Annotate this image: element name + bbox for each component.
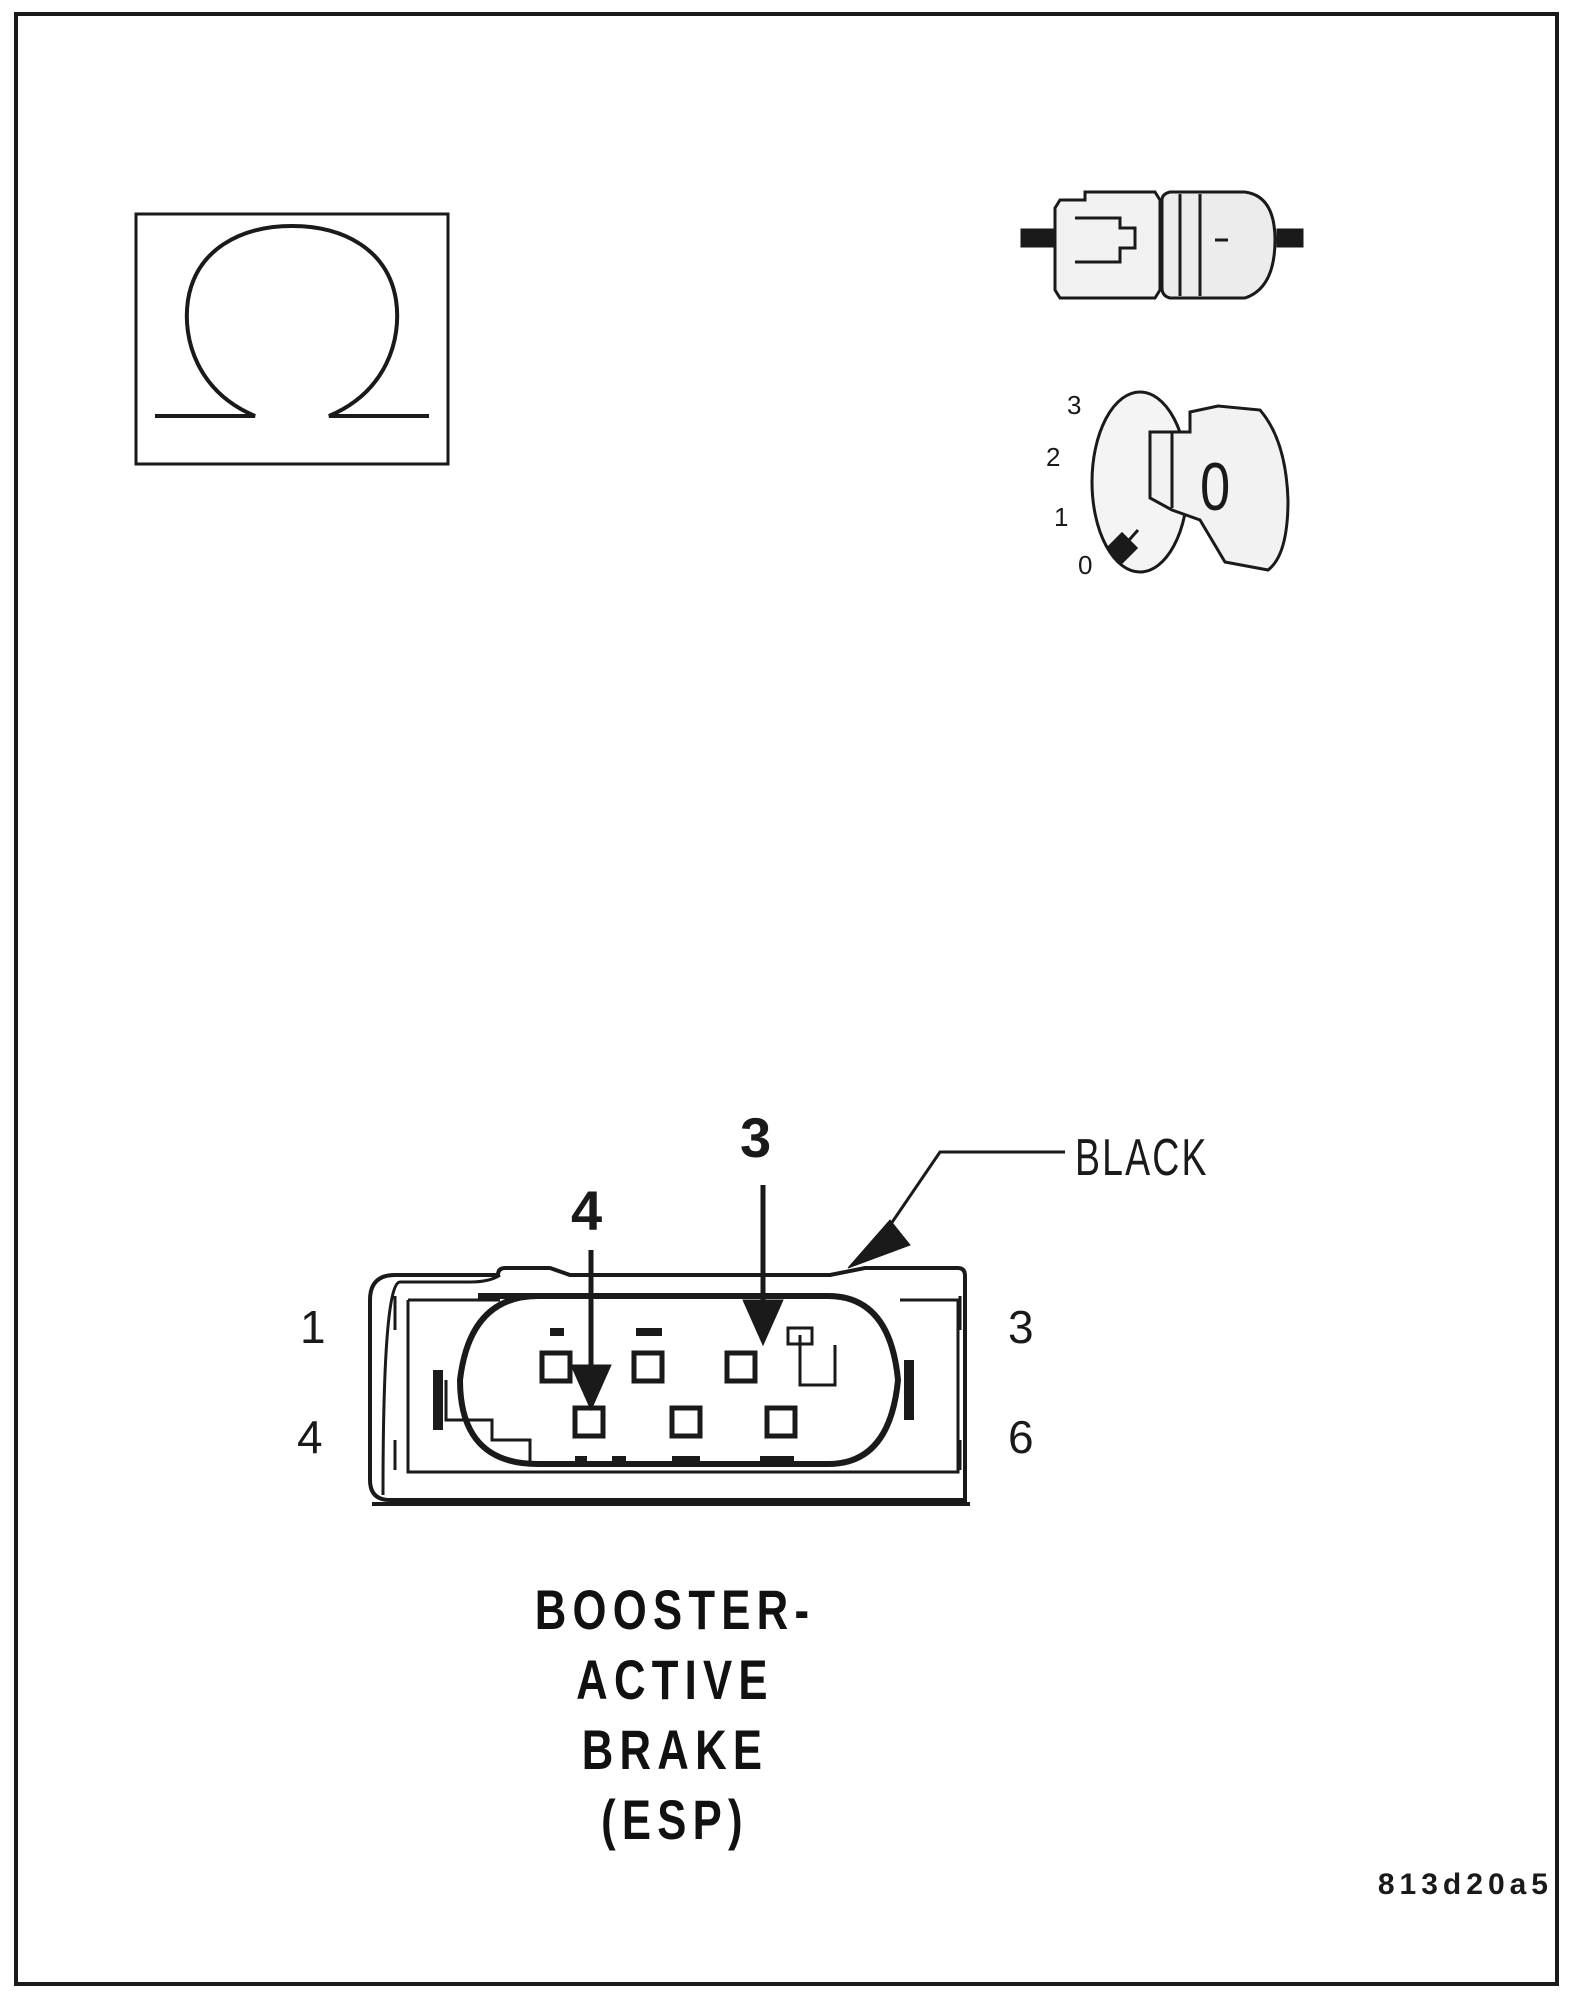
pin-label-1: 1 bbox=[300, 1301, 326, 1353]
connector-cavities bbox=[539, 1328, 798, 1464]
cavity-3 bbox=[724, 1350, 758, 1384]
callout-arrows bbox=[570, 1150, 1065, 1412]
title-line-3: (ESP) bbox=[601, 1788, 749, 1851]
title-line-1: BOOSTER- bbox=[534, 1578, 816, 1641]
pin-label-3: 3 bbox=[1008, 1301, 1034, 1353]
ignition-key-icon bbox=[1090, 390, 1290, 574]
ignition-position-0: 0 bbox=[1078, 550, 1093, 580]
connector-face bbox=[368, 1266, 970, 1506]
key-glyph: 0 bbox=[1200, 449, 1231, 525]
ignition-position-1: 1 bbox=[1054, 502, 1069, 532]
connector-title: BOOSTER- ACTIVE BRAKE (ESP) bbox=[440, 1575, 910, 1855]
title-line-2: ACTIVE BRAKE bbox=[576, 1648, 774, 1781]
ohm-symbol-icon bbox=[134, 212, 450, 466]
cavity-2 bbox=[631, 1350, 665, 1384]
leader-black bbox=[878, 1150, 1065, 1241]
ignition-position-3: 3 bbox=[1067, 390, 1082, 420]
ignition-position-2: 2 bbox=[1046, 442, 1061, 472]
callout-label-4: 4 bbox=[571, 1179, 603, 1242]
figure-frame bbox=[14, 12, 1559, 1986]
figure-reference-code: 813d20a5 bbox=[1377, 1868, 1553, 1901]
cavity-6 bbox=[764, 1405, 798, 1439]
callout-label-3: 3 bbox=[740, 1106, 772, 1169]
connector-color-label: BLACK bbox=[1075, 1129, 1209, 1187]
cavity-4 bbox=[572, 1405, 606, 1439]
pin-label-6: 6 bbox=[1008, 1411, 1034, 1463]
connector-disconnect-icon bbox=[1020, 190, 1304, 300]
cavity-5 bbox=[669, 1405, 703, 1439]
cavity-1 bbox=[539, 1350, 573, 1384]
pin-label-4: 4 bbox=[297, 1411, 323, 1463]
